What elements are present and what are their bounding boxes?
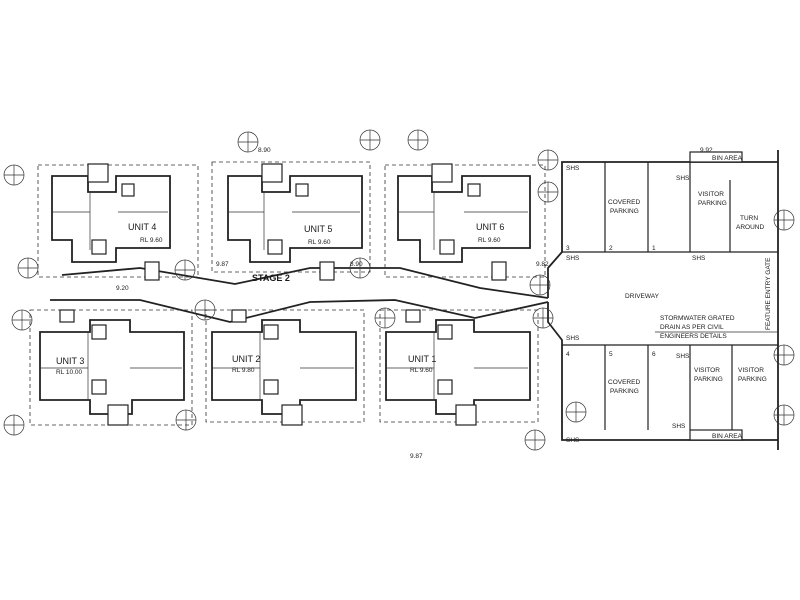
central-pathway [50,267,549,323]
unit-6-outline [384,163,546,281]
bay-number-3: 3 [566,245,570,252]
unit-1-outline [379,309,539,426]
tree-symbols [3,129,795,451]
shs-label: SHS [566,437,580,444]
unit-5-label: UNIT 5 [304,224,332,234]
stormwater-note-line-2: DRAIN AS PER CIVIL [660,324,724,331]
bay-number-6: 6 [652,351,656,358]
shs-label: SHS [566,255,580,262]
level-9-82: 9.82 [536,261,549,268]
stage-label: STAGE 2 [252,273,290,283]
shs-label: SHS [692,255,706,262]
shs-label: SHS [566,165,580,172]
stormwater-note-line-3: ENGINEERS DETAILS [660,333,727,340]
unit-3-rl: RL 10.00 [56,369,83,376]
unit-2-outline [205,309,365,426]
unit-5-outline [211,161,371,281]
bin-area-bottom: BIN AREA [712,433,743,440]
shs-label: SHS [672,423,686,430]
unit-3-outline [29,309,193,426]
stormwater-note-line-1: STORMWATER GRATED [660,315,735,322]
unit-2-rl: RL 9.80 [232,367,255,374]
driveway-label: DRIVEWAY [625,293,660,300]
level-8-90-low: 8.90 [258,147,271,154]
shs-label: SHS [566,335,580,342]
unit-4-outline [37,163,199,281]
unit-labels: UNIT 4 RL 9.60 UNIT 5 RL 9.60 UNIT 6 RL … [56,222,504,376]
unit-1-rl: RL 9.60 [410,367,433,374]
bay-number-1: 1 [652,245,656,252]
unit-5-rl: RL 9.60 [308,239,331,246]
bay-number-2: 2 [609,245,613,252]
unit-2-label: UNIT 2 [232,354,260,364]
shs-label: SHS [676,353,690,360]
unit-6-rl: RL 9.60 [478,237,501,244]
unit-6-label: UNIT 6 [476,222,504,232]
level-8-90-top: 8.90 [350,261,363,268]
unit-4-rl: RL 9.60 [140,237,163,244]
level-9-87-low: 9.87 [410,453,423,460]
bin-area-top: BIN AREA [712,155,743,162]
shs-label: SHS [676,175,690,182]
level-9-87-top: 9.87 [216,261,229,268]
level-9-20: 9.20 [116,285,129,292]
level-9-92: 9.92 [700,147,713,154]
carpark-area [547,150,779,450]
unit-1-label: UNIT 1 [408,354,436,364]
unit-3-label: UNIT 3 [56,356,84,366]
bay-number-5: 5 [609,351,613,358]
bay-number-4: 4 [566,351,570,358]
feature-entry-gate-label: FEATURE ENTRY GATE [765,257,772,330]
unit-4-label: UNIT 4 [128,222,156,232]
